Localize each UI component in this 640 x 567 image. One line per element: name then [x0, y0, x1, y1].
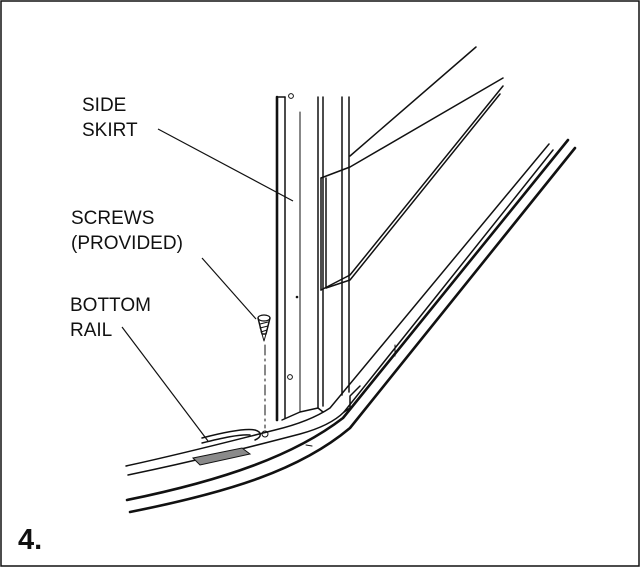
step-number: 4. [18, 524, 42, 556]
bottom-rail-leader [121, 326, 209, 442]
screws-leader [201, 257, 257, 320]
frame-bracket-drawing [320, 46, 504, 291]
bottom-rail-label-line1: BOTTOM [70, 295, 151, 316]
side-skirt-label-line2: SKIRT [82, 120, 138, 141]
rail-slot [191, 447, 252, 466]
screws-label-line2: (PROVIDED) [71, 233, 183, 254]
side-skirt-leader [157, 128, 294, 202]
screws-label-line1: SCREWS [71, 208, 154, 229]
bottom-rail-label-line2: RAIL [70, 320, 112, 341]
side-skirt-drawing [275, 93, 350, 422]
side-skirt-label-line1: SIDE [82, 95, 126, 116]
screw-drawing [257, 314, 271, 429]
bottom-rail-drawing [125, 138, 577, 514]
